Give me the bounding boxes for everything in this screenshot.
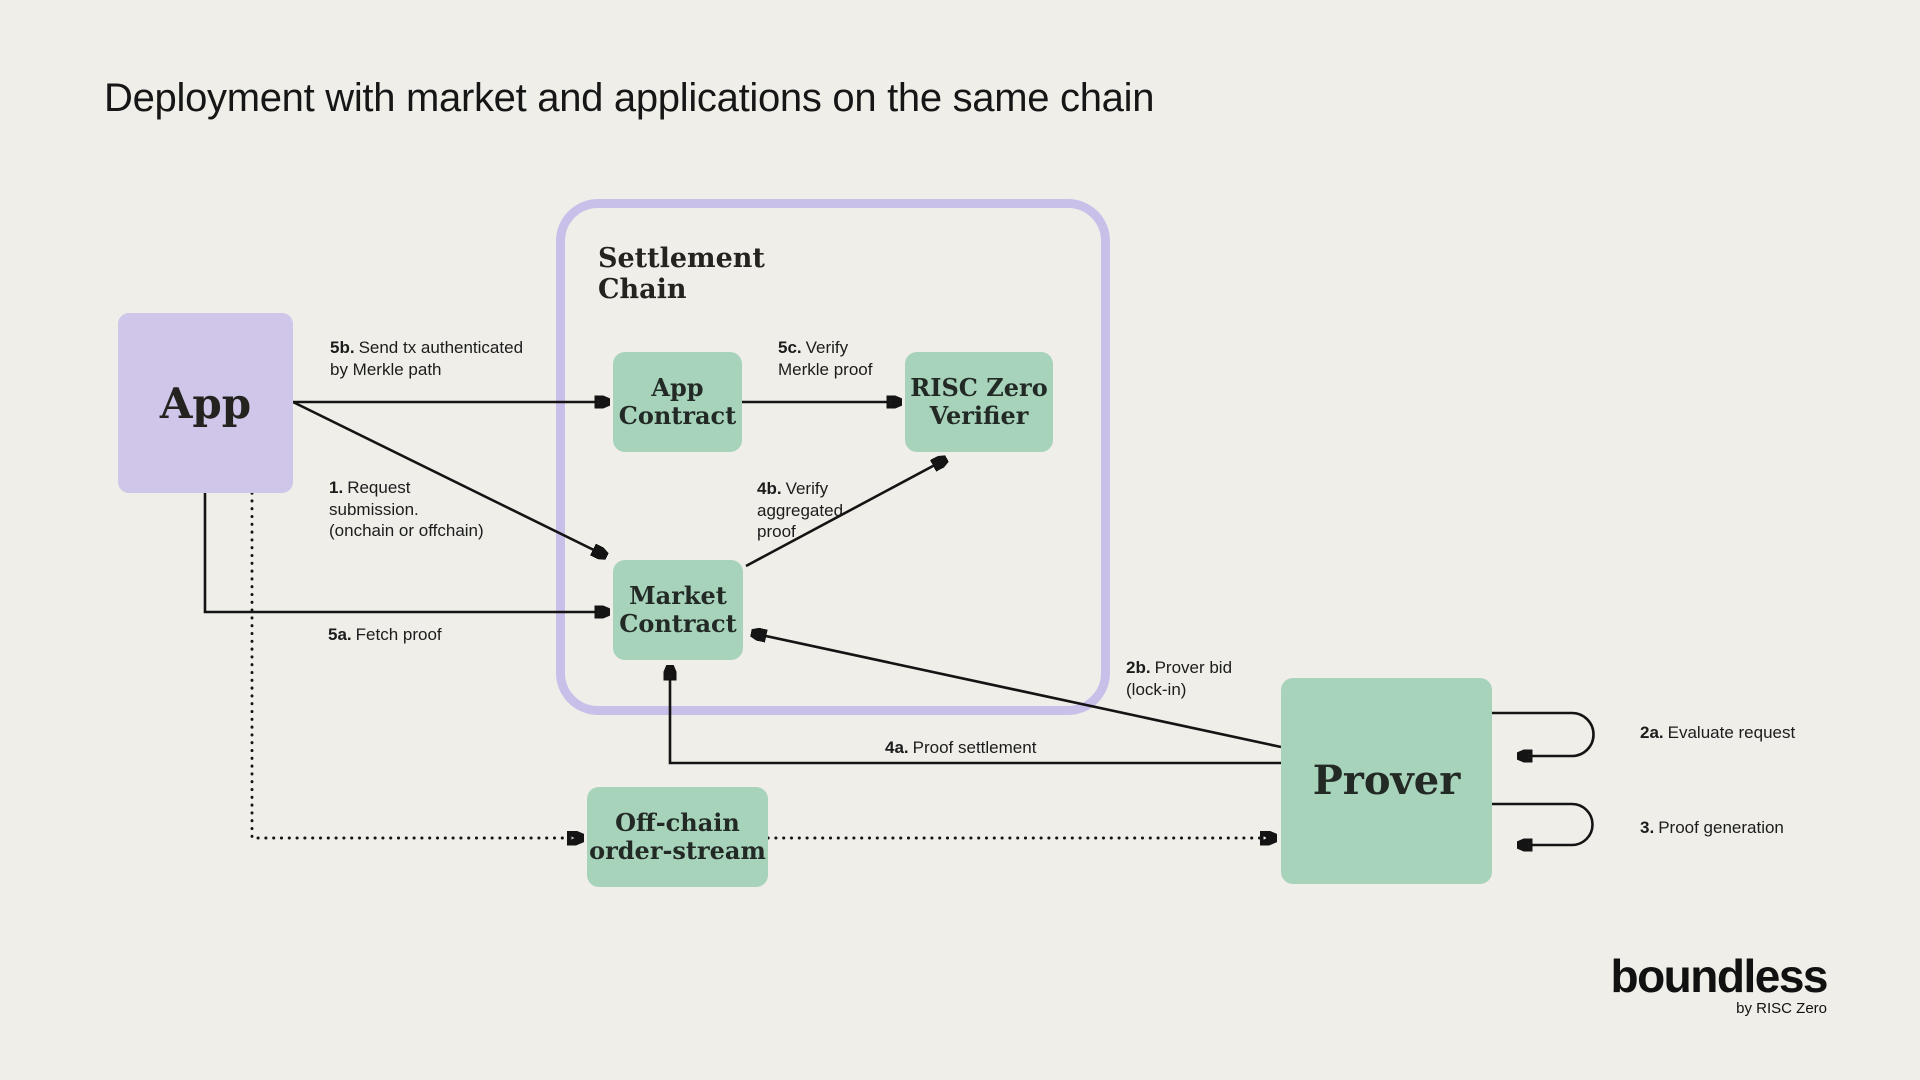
node-app-contract: App Contract bbox=[613, 352, 742, 452]
step-2a-text: Evaluate request bbox=[1667, 723, 1796, 742]
step-4a-text: Proof settlement bbox=[912, 738, 1037, 757]
label-step-5a: 5a.Fetch proof bbox=[328, 624, 442, 646]
label-step-4a: 4a.Proof settlement bbox=[885, 737, 1036, 759]
step-2b-text: Prover bid (lock-in) bbox=[1126, 658, 1233, 699]
label-step-2b: 2b.Prover bid (lock-in) bbox=[1126, 657, 1232, 700]
step-5b-number: 5b. bbox=[330, 338, 355, 357]
step-4a-number: 4a. bbox=[885, 738, 909, 757]
label-step-5c: 5c.Verify Merkle proof bbox=[778, 337, 872, 380]
node-app: App bbox=[118, 313, 293, 493]
label-step-1: 1.Request submission. (onchain or offcha… bbox=[329, 477, 484, 542]
node-offchain-order-stream: Off-chain order-stream bbox=[587, 787, 768, 887]
arrow-2a-prover-self-loop bbox=[1492, 711, 1595, 756]
step-4b-number: 4b. bbox=[757, 479, 782, 498]
arrow-5a-app-to-market bbox=[203, 493, 609, 612]
step-5c-text: Verify Merkle proof bbox=[778, 338, 873, 379]
step-4b-text: Verify aggregated proof bbox=[757, 479, 844, 541]
node-market-contract: Market Contract bbox=[613, 560, 743, 660]
step-5c-number: 5c. bbox=[778, 338, 802, 357]
step-3-number: 3. bbox=[1640, 818, 1655, 837]
step-1-number: 1. bbox=[329, 478, 344, 497]
arrow-2b-prover-to-market bbox=[752, 633, 1282, 749]
page-title: Deployment with market and applications … bbox=[104, 76, 1155, 120]
arrow-3-prover-self-loop bbox=[1492, 802, 1594, 845]
step-5a-text: Fetch proof bbox=[355, 625, 442, 644]
arrow-4b-market-to-verifier bbox=[745, 459, 946, 568]
node-prover: Prover bbox=[1281, 678, 1492, 884]
boundless-wordmark: boundless bbox=[1610, 950, 1828, 1002]
label-step-3: 3.Proof generation bbox=[1640, 817, 1784, 839]
step-1-text: Request submission. (onchain or offchain… bbox=[329, 478, 484, 540]
step-5b-text: Send tx authenticated by Merkle path bbox=[330, 338, 524, 379]
step-2b-number: 2b. bbox=[1126, 658, 1151, 677]
step-5a-number: 5a. bbox=[328, 625, 352, 644]
arrow-1-app-to-market bbox=[292, 400, 606, 556]
label-step-2a: 2a.Evaluate request bbox=[1640, 722, 1795, 744]
settlement-chain-label: Settlement Chain bbox=[598, 243, 765, 305]
arrow-dotted-app-to-offchain bbox=[250, 491, 585, 838]
label-step-5b: 5b.Send tx authenticated by Merkle path bbox=[330, 337, 523, 380]
step-2a-number: 2a. bbox=[1640, 723, 1664, 742]
label-step-4b: 4b.Verify aggregated proof bbox=[757, 478, 843, 543]
settlement-chain-container bbox=[556, 199, 1110, 715]
boundless-logo: boundless by RISC Zero bbox=[1610, 950, 1828, 1017]
arrow-4a-prover-to-market bbox=[670, 666, 1281, 765]
boundless-byline: by RISC Zero bbox=[1736, 1000, 1827, 1017]
step-3-text: Proof generation bbox=[1658, 818, 1784, 837]
node-risc-zero-verifier: RISC Zero Verifier bbox=[905, 352, 1053, 452]
